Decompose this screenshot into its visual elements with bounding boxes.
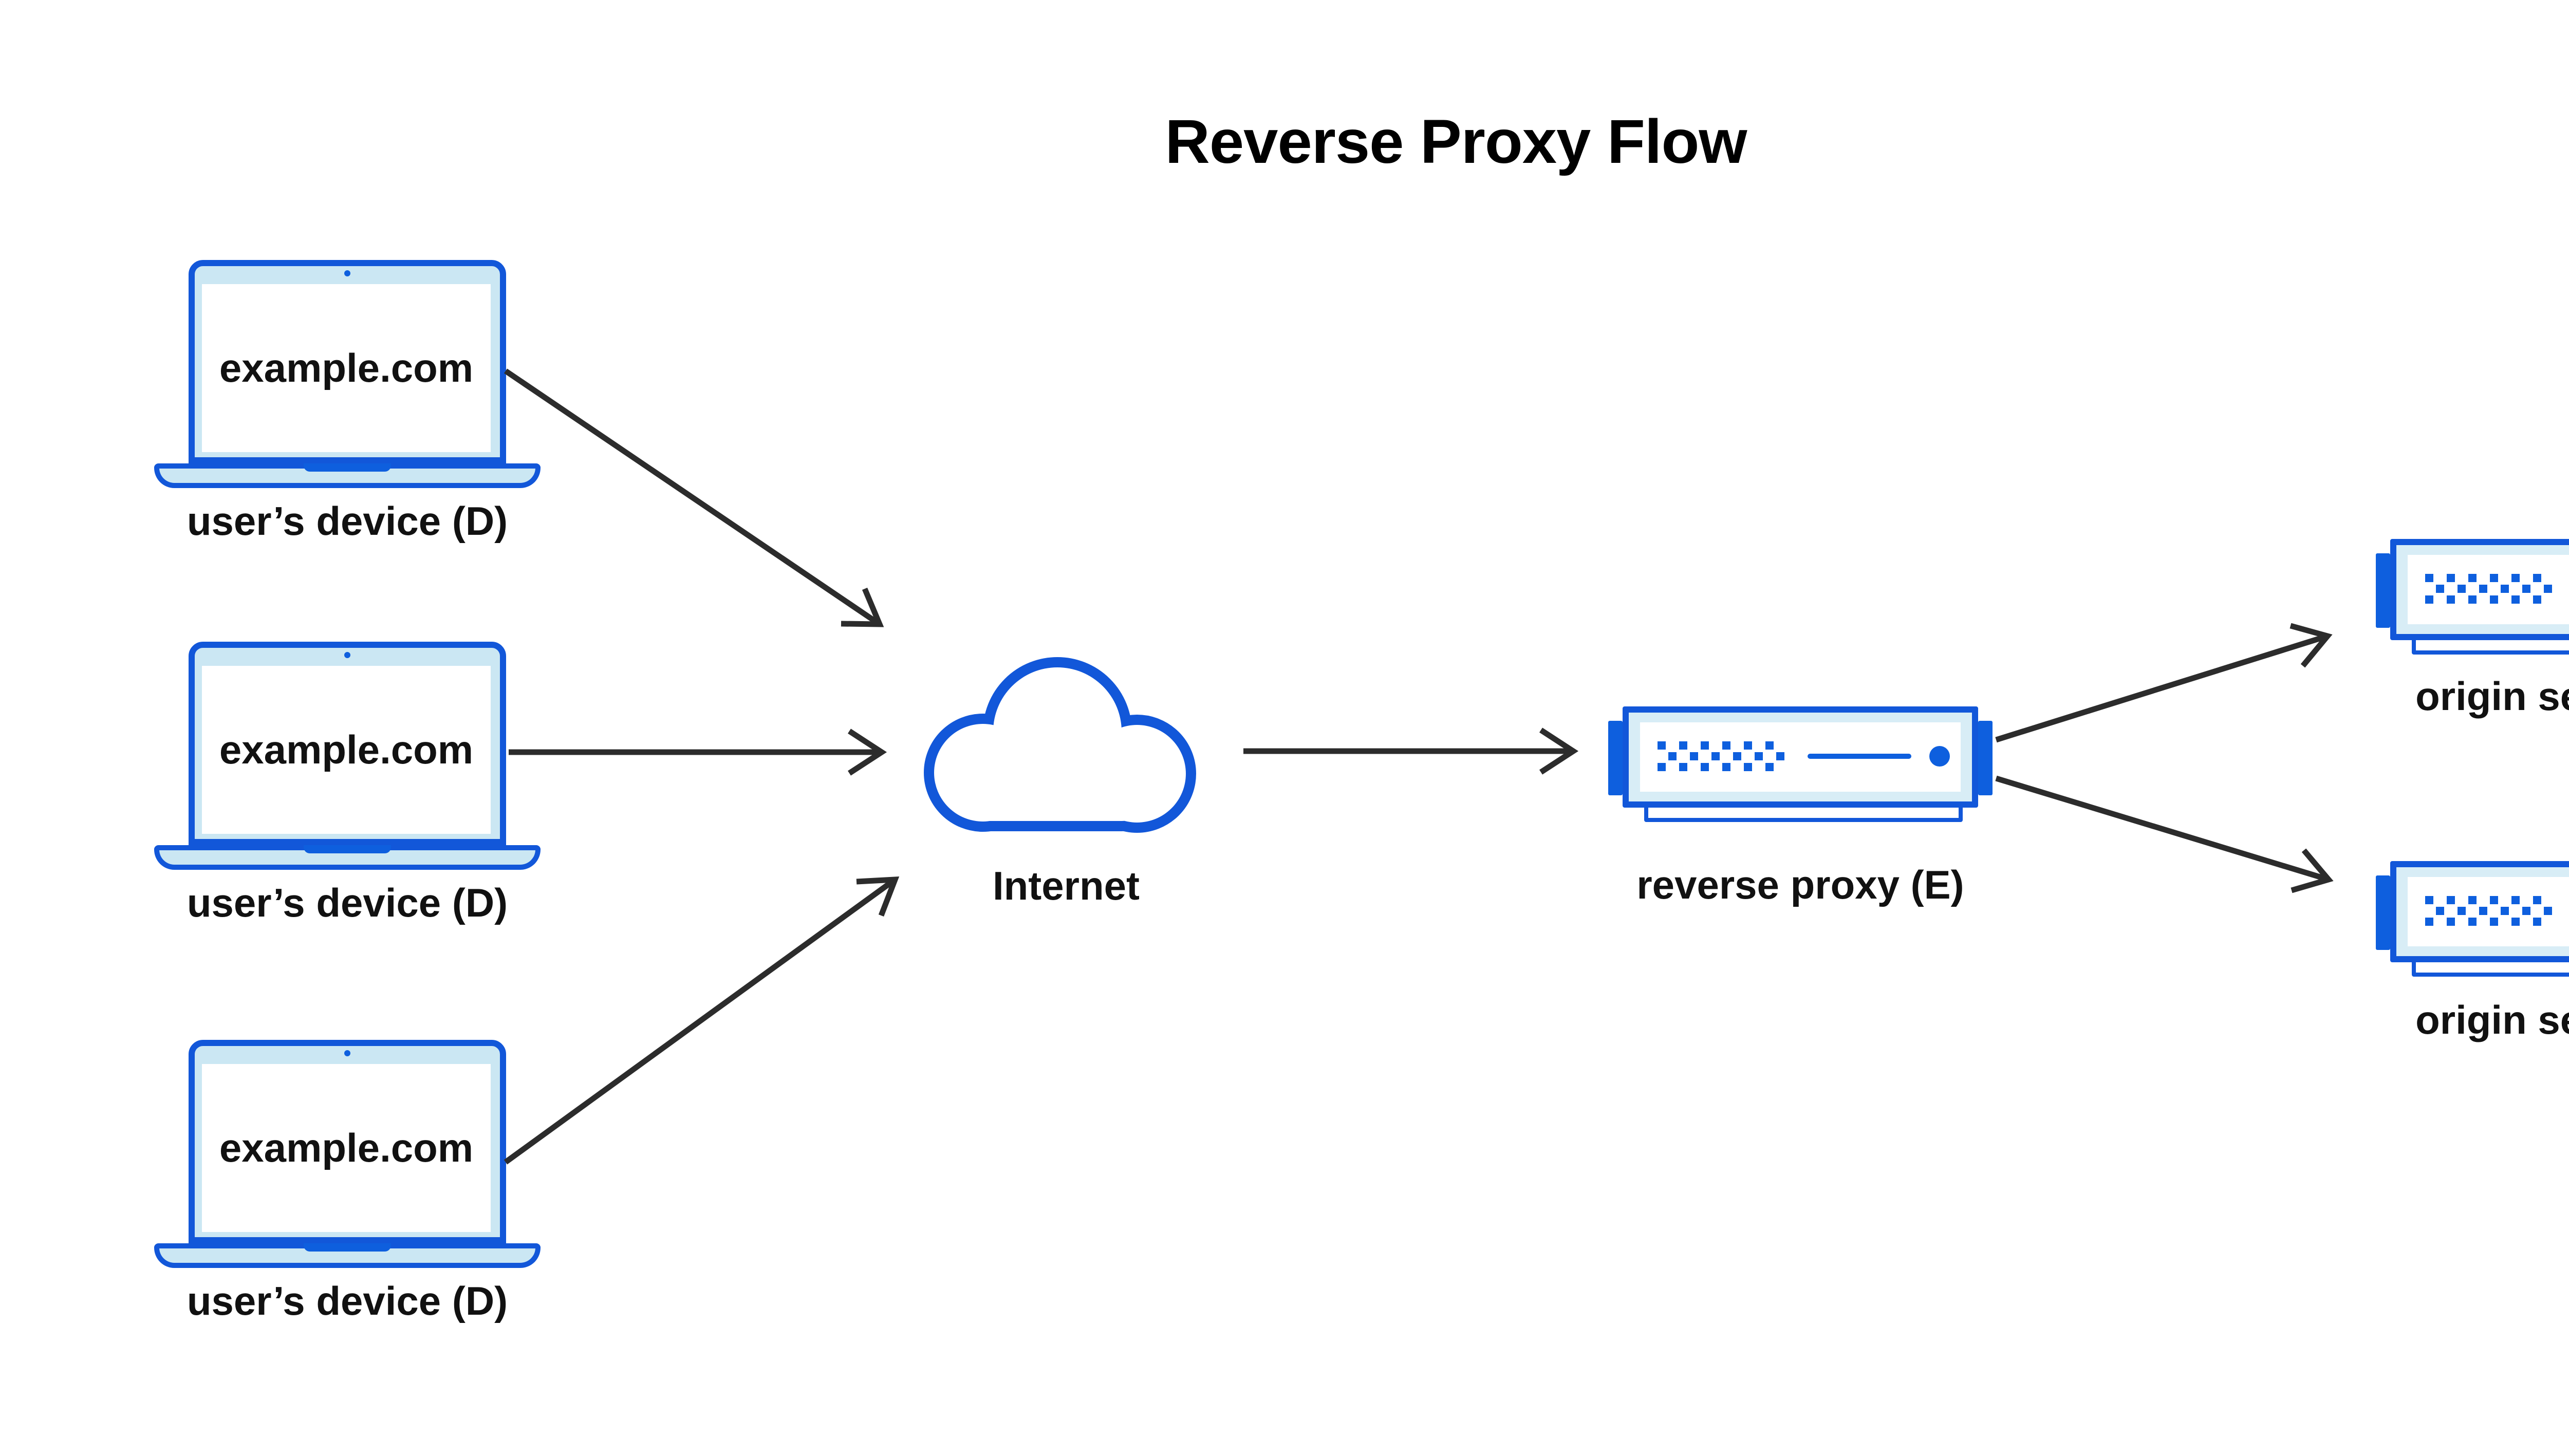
server-side-tab [2376, 875, 2390, 950]
server-front-panel [1640, 722, 1961, 792]
reverse-proxy-label: reverse proxy (E) [1636, 862, 1964, 907]
arrow-internet-to-proxy [1243, 727, 1579, 775]
arrow-proxy-to-origin1 [1995, 623, 2333, 743]
origin-server-1: origin server (F) [2376, 539, 2569, 719]
server-front-panel [2408, 555, 2569, 624]
laptop-base [154, 463, 541, 488]
user-device-label: user’s device (D) [187, 880, 508, 925]
laptop-notch [304, 845, 391, 853]
internet-cloud-icon [924, 657, 1196, 833]
user-device-label: user’s device (D) [187, 1278, 508, 1323]
server-icon [2390, 539, 2569, 640]
arrow-proxy-to-origin2 [1995, 775, 2334, 893]
laptop-base [154, 845, 541, 870]
arrow-device1-to-internet [504, 368, 884, 627]
user-device-label: user’s device (D) [187, 498, 508, 544]
laptop-screen-text: example.com [202, 666, 491, 834]
webcam-icon [344, 270, 350, 276]
diagram-title: Reverse Proxy Flow [1165, 106, 1747, 176]
laptop-base [154, 1243, 541, 1268]
webcam-icon [344, 652, 350, 658]
laptop-icon: example.com [189, 260, 506, 463]
origin-server-label: origin server (F) [2415, 997, 2569, 1042]
server-vent-dots [1658, 741, 1787, 771]
server-led-icon [1929, 746, 1950, 767]
user-device-1: example.com user’s device (D) [154, 260, 541, 548]
server-slot-line [1808, 754, 1911, 759]
laptop-screen-text: example.com [202, 1064, 491, 1232]
server-icon [2390, 861, 2569, 962]
laptop-icon: example.com [189, 1040, 506, 1243]
arrow-device3-to-internet [504, 876, 900, 1165]
user-device-2: example.com user’s device (D) [154, 642, 541, 929]
server-side-tab [1608, 721, 1623, 795]
server-front-panel [2408, 877, 2569, 946]
laptop-notch [304, 463, 391, 472]
server-vent-dots [2425, 574, 2555, 604]
laptop-notch [304, 1243, 391, 1252]
server-side-tab [2376, 553, 2390, 628]
arrow-device2-to-internet [509, 729, 887, 776]
laptop-icon: example.com [189, 642, 506, 845]
origin-server-label: origin server (F) [2415, 674, 2569, 719]
server-side-tab [1978, 721, 1993, 795]
server-icon [1623, 706, 1978, 808]
origin-server-2: origin server (F) [2376, 861, 2569, 1042]
laptop-screen-text: example.com [202, 284, 491, 452]
internet-label: Internet [992, 863, 1140, 908]
reverse-proxy-server: reverse proxy (E) [1608, 706, 1993, 907]
server-vent-dots [2425, 896, 2555, 926]
webcam-icon [344, 1050, 350, 1056]
user-device-3: example.com user’s device (D) [154, 1040, 541, 1328]
